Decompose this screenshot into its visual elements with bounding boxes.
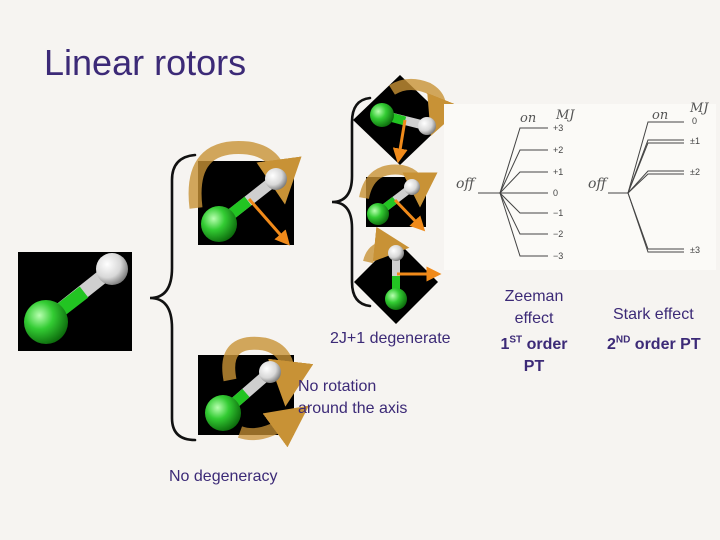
no-degeneracy-label: No degeneracy [169,468,278,485]
zeeman-title-line: Zeeman [504,288,564,305]
zeeman-level-label: +3 [553,123,563,133]
zeeman-level-label: −2 [553,229,563,239]
zeeman-label: Zeeman effect 1ST order PT [488,286,580,378]
stark-level-label: ±3 [690,245,700,255]
stark-order-suffix: ND [615,334,631,346]
stark-off-label: off [588,176,608,192]
stark-order-number: 2 [607,336,616,353]
zeeman-off-label: off [456,176,476,192]
zeeman-on-label: on [520,111,536,126]
no-rotation-label: No rotation around the axis [298,376,407,420]
zeeman-mj-label: MJ [555,108,575,123]
stark-level-label: ±2 [690,167,700,177]
zeeman-order-suffix: ST [509,334,523,346]
zeeman-level-label: −1 [553,208,563,218]
degenerate-label: 2J+1 degenerate [330,330,451,347]
molecule-main [18,252,132,351]
zeeman-order-number: 1 [500,336,510,353]
molecule-state-bottom [354,226,442,324]
stark-order-text: order PT [630,336,701,353]
molecule-rotating-1 [188,141,302,246]
level-sketch-panel [444,104,716,270]
stark-sketch: on MJ off 0 ±1 ±2 ±3 [588,101,709,255]
zeeman-order-line2: PT [523,358,545,375]
stark-order: 2ND order PT [607,334,701,356]
no-rotation-line: No rotation [298,378,377,395]
zeeman-order: 1ST order [488,334,580,356]
zeeman-level-label: 0 [553,188,558,198]
molecule-state-top [353,75,464,165]
zeeman-title-line: effect [514,310,554,327]
zeeman-level-label: +2 [553,145,563,155]
stark-level-label: ±1 [690,136,700,146]
stark-on-label: on [652,108,668,123]
stark-mj-label: MJ [689,101,709,116]
page-title: Linear rotors [44,42,247,83]
upper-brace [331,96,372,308]
stark-level-label: 0 [692,116,697,126]
molecule-state-middle [359,164,438,232]
stark-label: Stark effect [613,306,694,323]
molecule-rotating-2 [198,336,314,448]
zeeman-level-label: +1 [553,167,563,177]
no-rotation-line: around the axis [298,400,408,417]
zeeman-order-text: order [522,336,568,353]
left-brace [149,153,197,442]
zeeman-level-label: −3 [553,251,563,261]
zeeman-sketch: on MJ off +3 +2 +1 0 −1 −2 −3 [456,108,575,261]
